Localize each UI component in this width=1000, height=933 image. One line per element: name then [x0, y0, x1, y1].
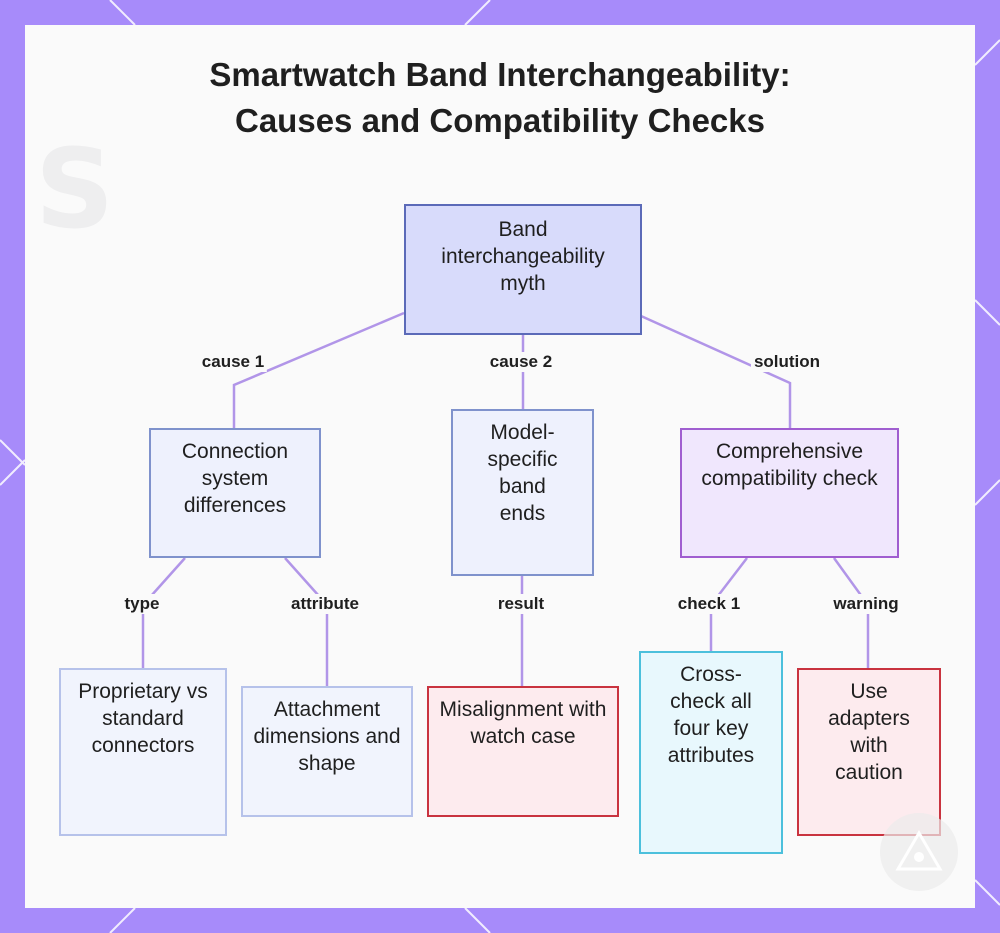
- node-compatibility-check: Comprehensive compatibility check: [680, 428, 899, 558]
- edge-label-type: type: [121, 594, 163, 614]
- node-model-specific: Model-specific band ends: [451, 409, 594, 576]
- logo-icon: [880, 813, 958, 891]
- node-compatibility-check-label: Comprehensive compatibility check: [701, 440, 878, 490]
- node-root-label: Band interchangeability myth: [441, 218, 605, 295]
- node-misalignment-label: Misalignment with watch case: [439, 698, 607, 748]
- edge-label-solution: solution: [750, 352, 824, 372]
- title-line-1: Smartwatch Band Interchangeability:: [209, 56, 791, 93]
- edge-label-check1: check 1: [674, 594, 744, 614]
- edge-attribute: [284, 557, 329, 686]
- node-root: Band interchangeability myth: [404, 204, 642, 335]
- node-connection-system-label: Connection system differences: [181, 440, 289, 517]
- node-proprietary-connectors-label: Proprietary vs standard connectors: [78, 680, 208, 757]
- node-use-adapters-label: Use adapters with caution: [828, 680, 910, 784]
- edge-label-cause2: cause 2: [486, 352, 556, 372]
- node-model-specific-label: Model-specific band ends: [487, 421, 558, 525]
- node-misalignment: Misalignment with watch case: [427, 686, 619, 817]
- edge-label-cause1: cause 1: [198, 352, 268, 372]
- node-cross-check-label: Cross-check all four key attributes: [667, 663, 755, 767]
- edge-label-result: result: [494, 594, 548, 614]
- node-attachment-dimensions: Attachment dimensions and shape: [241, 686, 413, 817]
- title-line-2: Causes and Compatibility Checks: [235, 102, 765, 139]
- diagram-title: Smartwatch Band Interchangeability: Caus…: [0, 52, 1000, 144]
- edge-label-warning: warning: [830, 594, 902, 614]
- node-connection-system: Connection system differences: [149, 428, 321, 558]
- edge-label-attribute: attribute: [288, 594, 362, 614]
- node-use-adapters: Use adapters with caution: [797, 668, 941, 836]
- edge-cause1: [232, 311, 405, 428]
- node-cross-check: Cross-check all four key attributes: [639, 651, 783, 854]
- background-watermark: S: [35, 125, 115, 253]
- edge-solution: [640, 314, 792, 428]
- node-attachment-dimensions-label: Attachment dimensions and shape: [253, 698, 401, 775]
- node-proprietary-connectors: Proprietary vs standard connectors: [59, 668, 227, 836]
